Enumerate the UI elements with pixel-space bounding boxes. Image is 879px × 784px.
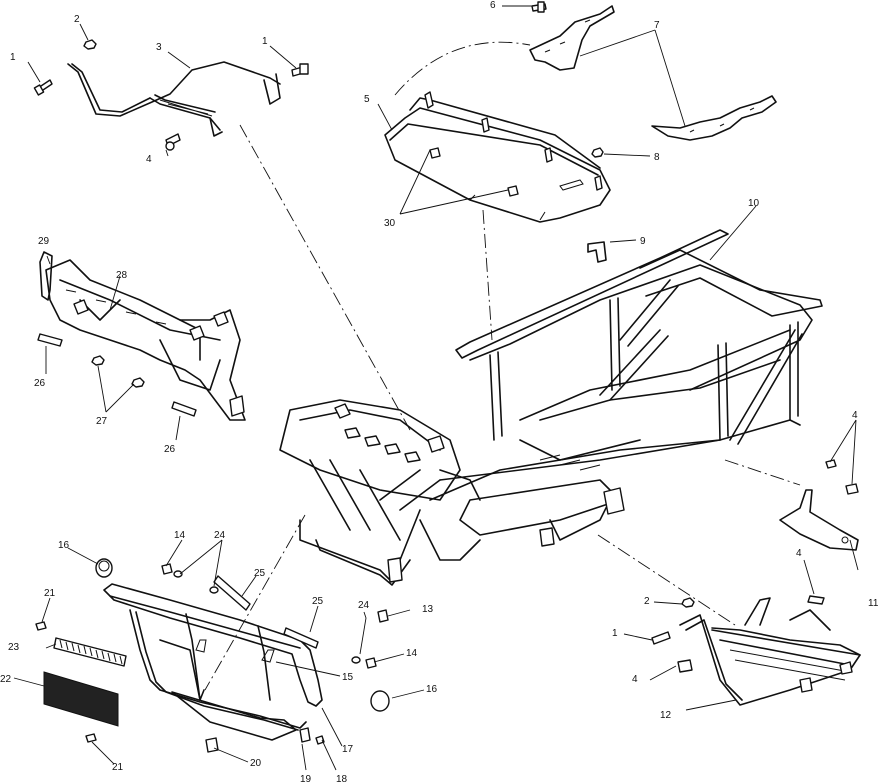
callout-17: 17 (342, 744, 354, 755)
callout-1-top: 1 (262, 36, 268, 47)
callout-26-left: 26 (34, 378, 46, 389)
callout-13: 13 (422, 604, 434, 615)
part-grille (43, 637, 127, 727)
part-upper-rail-bracket (67, 61, 281, 137)
callout-4-left: 4 (146, 154, 152, 165)
part-side-plates (529, 1, 777, 158)
callout-5: 5 (364, 94, 370, 105)
callout-27: 27 (96, 416, 108, 427)
part-footrest-frame (679, 597, 861, 706)
callout-14-right: 14 (406, 648, 418, 659)
callout-1-left: 1 (10, 52, 16, 63)
callout-25-right: 25 (312, 596, 324, 607)
callout-7: 7 (654, 20, 660, 31)
callout-25-left: 25 (254, 568, 266, 579)
callout-12: 12 (660, 710, 672, 721)
callout-10: 10 (748, 198, 760, 209)
part-rear-subframe (37, 251, 246, 421)
callout-28: 28 (116, 270, 128, 281)
callout-21-top: 21 (44, 588, 56, 599)
callout-4-right-bottom: 4 (632, 674, 638, 685)
callout-24-right: 24 (358, 600, 370, 611)
leader-lines (13, 5, 859, 771)
callout-30: 30 (384, 218, 396, 229)
part-small-bracket (587, 241, 607, 263)
hardware-top-left (33, 39, 309, 151)
callout-4-right-mid: 4 (796, 548, 802, 559)
callout-3: 3 (156, 42, 162, 53)
part-main-frame (279, 229, 823, 586)
callout-24-left: 24 (214, 530, 226, 541)
callout-8: 8 (654, 152, 660, 163)
callout-22: 22 (0, 674, 12, 685)
callout-19: 19 (300, 774, 312, 784)
callout-2-top: 2 (74, 14, 80, 25)
callout-18: 18 (336, 774, 348, 784)
callout-14-left: 14 (174, 530, 186, 541)
callout-9: 9 (640, 236, 646, 247)
callout-21-bottom: 21 (112, 762, 124, 773)
callout-2-right: 2 (644, 596, 650, 607)
callout-20: 20 (250, 758, 262, 769)
callout-29: 29 (38, 236, 50, 247)
callout-1-right: 1 (612, 628, 618, 639)
assembly-lines (204, 41, 801, 691)
callout-23: 23 (8, 642, 20, 653)
callout-11: 11 (868, 598, 879, 609)
callout-4-right-top: 4 (852, 410, 858, 421)
hardware-front (35, 459, 859, 753)
callout-16-left: 16 (58, 540, 70, 551)
callout-26-right: 26 (164, 444, 176, 455)
callout-15: 15 (342, 672, 354, 683)
part-right-bracket (779, 489, 859, 551)
part-seat-pan (384, 91, 611, 223)
part-front-bumper (103, 583, 323, 741)
callout-6: 6 (490, 0, 496, 11)
callout-16-right: 16 (426, 684, 438, 695)
